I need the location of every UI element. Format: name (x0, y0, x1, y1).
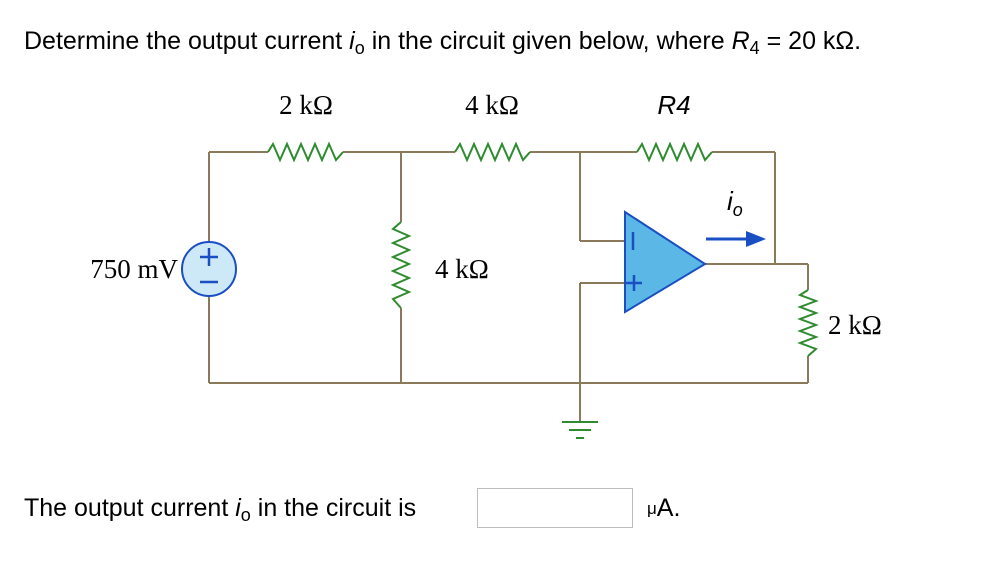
current-arrow-icon (706, 231, 766, 247)
answer-var: i (235, 494, 241, 522)
resistor-2k-load (797, 289, 819, 357)
answer-prompt: The output current io in the circuit is (24, 488, 416, 528)
answer-prefix: The output current (24, 494, 236, 522)
resistor-4k-top (454, 141, 531, 163)
question-middle: in the circuit given below, where (364, 27, 732, 55)
unit-mu: μ (647, 499, 657, 518)
label-io: io (727, 186, 743, 220)
label-r3: 4 kΩ (435, 254, 489, 284)
question-suffix: = 20 kΩ. (759, 27, 862, 55)
answer-var-sub: o (240, 505, 251, 525)
resistor-r4 (636, 141, 713, 163)
question-r4: R (731, 27, 750, 55)
question-var-sub: o (354, 38, 365, 58)
question-text: Determine the output current io in the c… (24, 26, 862, 58)
answer-input[interactable] (477, 488, 633, 528)
label-rload: 2 kΩ (828, 310, 882, 340)
voltage-source (181, 241, 237, 297)
label-r1: 2 kΩ (279, 90, 333, 120)
question-var: i (349, 27, 355, 55)
answer-suffix: in the circuit is (250, 494, 417, 522)
resistor-2k-top (267, 141, 344, 163)
circuit-wires (208, 151, 809, 422)
label-source: 750 mV (90, 254, 178, 284)
unit-rest: A. (656, 494, 681, 522)
op-amp (624, 210, 707, 314)
label-r4: R4 (657, 90, 690, 120)
question-r4-sub: 4 (749, 38, 760, 58)
label-r2: 4 kΩ (465, 90, 519, 120)
unit-label: μA. (647, 488, 680, 529)
question-prefix: Determine the output current (24, 27, 350, 55)
resistor-4k-shunt (390, 221, 412, 309)
ground-symbol (562, 421, 598, 439)
